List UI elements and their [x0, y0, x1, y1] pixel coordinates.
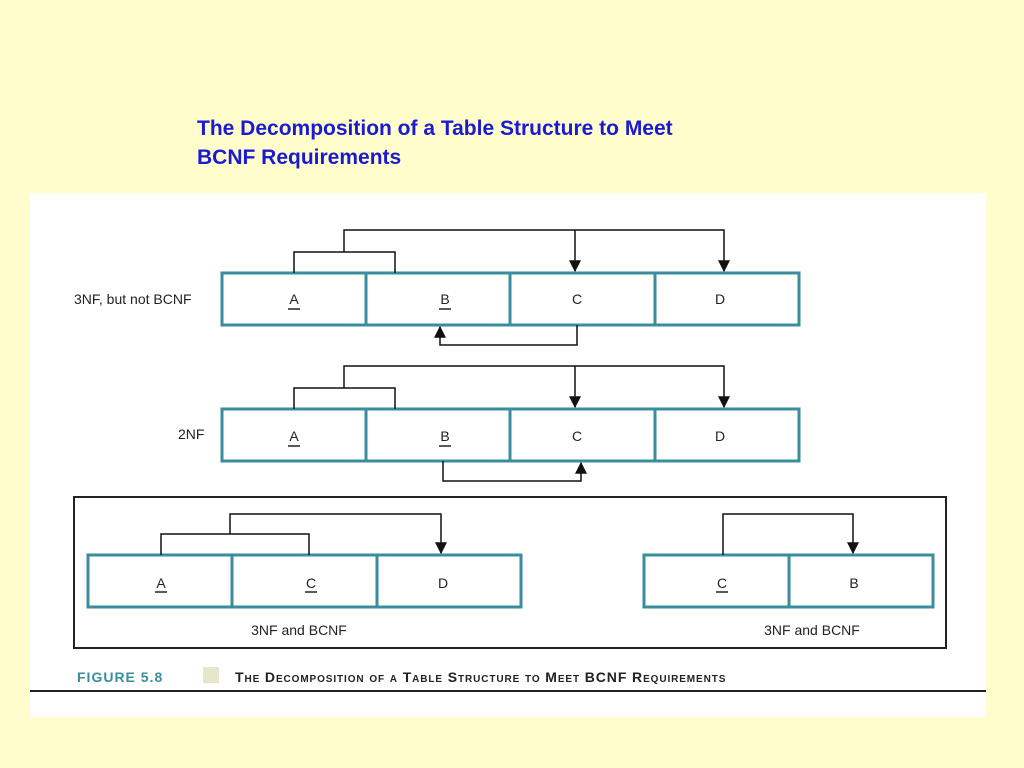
row1-attr-c: C: [572, 291, 582, 307]
slide-title-line-1: The Decomposition of a Table Structure t…: [197, 117, 673, 140]
row2-table: A B C D: [220, 407, 801, 463]
figure-caption: The Decomposition of a Table Structure t…: [235, 669, 726, 685]
row2-attr-b: B: [440, 428, 449, 444]
left-arrow-to-d: [229, 513, 447, 555]
row1-key-bracket: [293, 251, 396, 273]
right-cell-c: [642, 553, 791, 609]
row1-cell-a: [220, 271, 368, 327]
decomposition-result-frame: [73, 496, 947, 649]
decomposed-table-left: A C D: [86, 553, 523, 609]
right-attr-c: C: [717, 575, 727, 591]
row1-cell-b: [364, 271, 512, 327]
figure-number: FIGURE 5.8: [77, 669, 163, 685]
left-cell-a: [86, 553, 234, 609]
figure-caption-swatch: [203, 667, 219, 683]
row1-dependency-arrows: [293, 229, 730, 346]
row1-table: A B C D: [220, 271, 801, 327]
row2-key-bracket: [293, 387, 396, 409]
left-cell-d: [375, 553, 523, 609]
decomposed-table-right: C B: [642, 553, 935, 609]
row2-arrow-b-to-c: [442, 461, 587, 482]
row1-cell-c: [508, 271, 657, 327]
row2-attr-a: A: [289, 428, 299, 444]
row1-cell-d: [653, 271, 801, 327]
right-caption: 3NF and BCNF: [764, 622, 860, 638]
left-key-bracket: [160, 533, 310, 555]
left-attr-d: D: [438, 575, 448, 591]
row2-dependency-arrows: [293, 365, 730, 482]
decomposition-diagram: 3NF, but not BCNF A B C D 2NF A: [30, 229, 986, 692]
row1-attr-a: A: [289, 291, 299, 307]
row2-cell-d: [653, 407, 801, 463]
row1-label: 3NF, but not BCNF: [74, 291, 192, 307]
slide-title-line-2: BCNF Requirements: [197, 146, 402, 169]
right-cell-b: [787, 553, 935, 609]
left-dependency-arrows: [160, 513, 447, 555]
row2-cell-c: [508, 407, 657, 463]
row1-attr-d: D: [715, 291, 725, 307]
left-cell-c: [230, 553, 379, 609]
row2-attr-d: D: [715, 428, 725, 444]
row1-attr-b: B: [440, 291, 449, 307]
row1-arrow-to-d: [343, 229, 730, 273]
slide-title: The Decomposition of a Table Structure t…: [197, 114, 837, 172]
right-attr-b: B: [849, 575, 858, 591]
figure-panel: 3NF, but not BCNF A B C D 2NF A: [30, 193, 986, 717]
row2-label: 2NF: [178, 426, 204, 442]
row2-arrow-to-d: [343, 365, 730, 409]
left-attr-c: C: [306, 575, 316, 591]
row2-attr-c: C: [572, 428, 582, 444]
right-arrow-c-to-b: [722, 513, 859, 555]
left-caption: 3NF and BCNF: [251, 622, 347, 638]
row2-cell-b: [364, 407, 512, 463]
row1-arrow-c-to-b: [434, 325, 578, 346]
left-attr-a: A: [156, 575, 166, 591]
